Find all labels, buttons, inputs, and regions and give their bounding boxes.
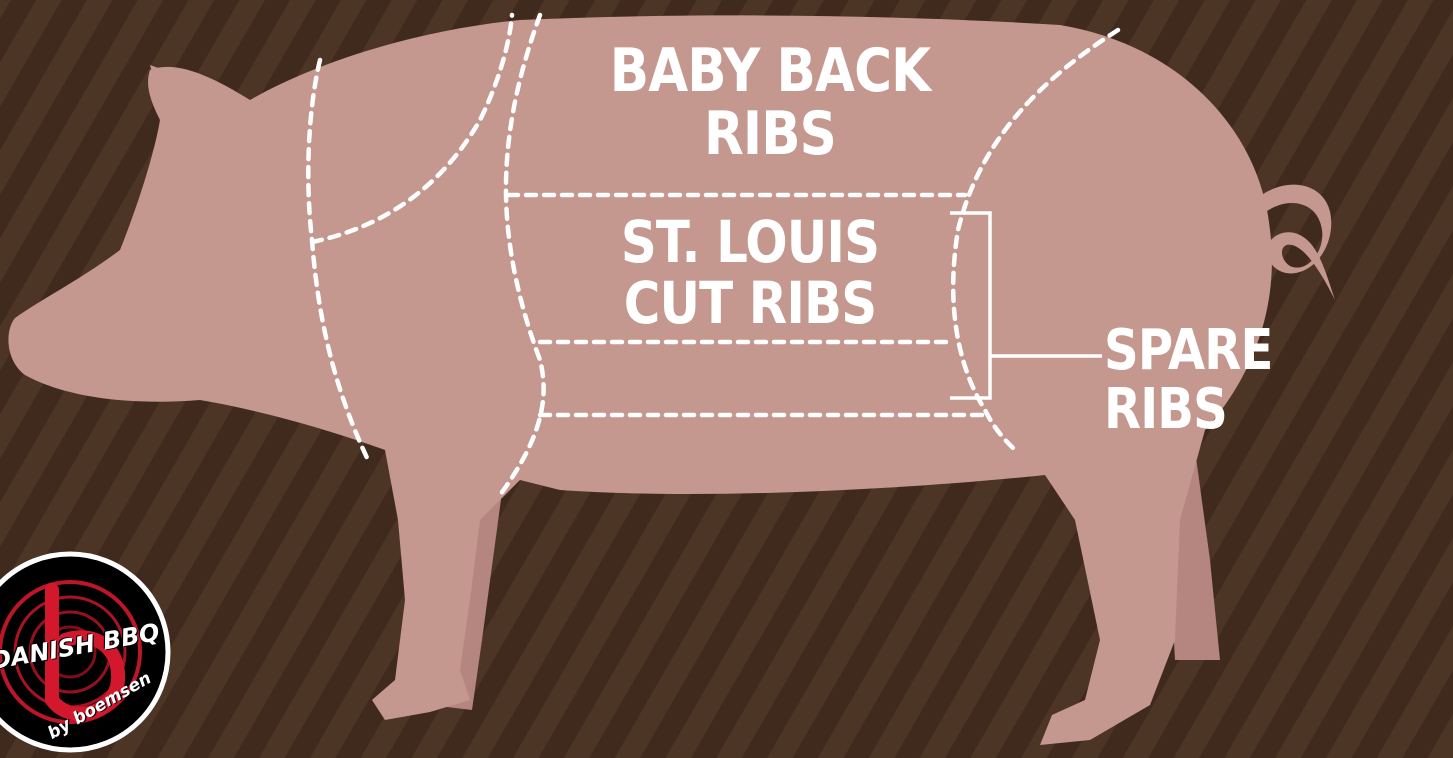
label-baby-back-line2: RIBS: [589, 103, 950, 166]
label-st-louis-line2: CUT RIBS: [574, 273, 927, 334]
danish-bbq-logo: DANISH BBQ by boemsen: [0, 552, 170, 752]
label-st-louis-line1: ST. LOUIS: [574, 212, 927, 273]
label-baby-back-line1: BABY BACK: [589, 40, 950, 103]
logo-sub-text: by boemsen: [44, 656, 175, 743]
label-baby-back-ribs: BABY BACK RIBS: [589, 40, 950, 166]
label-st-louis-cut-ribs: ST. LOUIS CUT RIBS: [574, 212, 927, 334]
label-spare-ribs: SPARE RIBS: [1104, 322, 1405, 440]
